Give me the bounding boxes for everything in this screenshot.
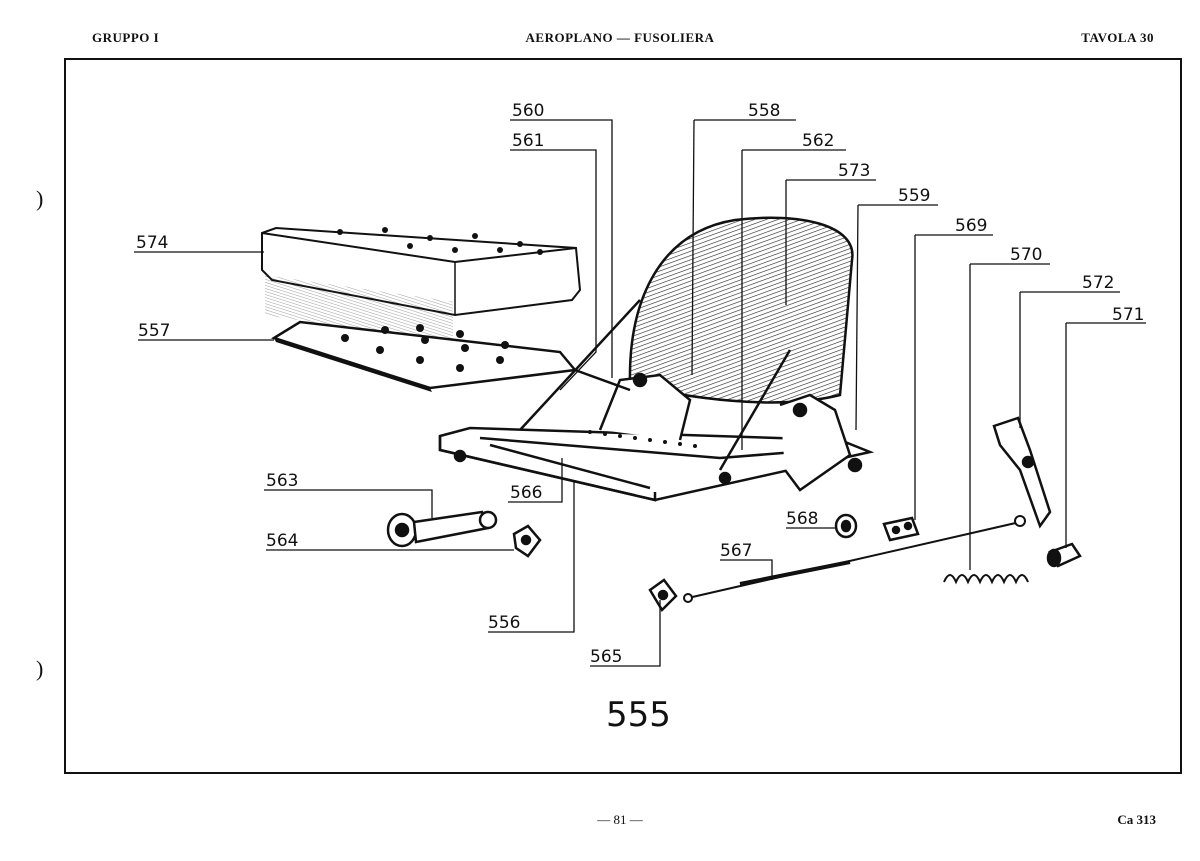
- leader-lines: [134, 119, 1146, 667]
- page-number: — 81 —: [597, 812, 643, 827]
- spring-part: [943, 574, 1029, 585]
- bracket-part: [882, 516, 920, 542]
- callout-557: 557: [138, 321, 170, 341]
- binding-mark-top: ): [36, 186, 44, 211]
- callout-564: 564: [266, 531, 298, 551]
- cable-rod-part: [683, 515, 1026, 603]
- callout-558: 558: [748, 101, 780, 121]
- callout-572: 572: [1082, 273, 1114, 293]
- seat-shell-part: [628, 216, 854, 404]
- bushing-part: [834, 513, 858, 539]
- knob-part: [1046, 542, 1082, 568]
- callout-574: 574: [136, 233, 168, 253]
- assembly-number: 555: [606, 695, 671, 735]
- callout-560: 560: [512, 101, 544, 121]
- callout-559: 559: [898, 186, 930, 206]
- callout-571: 571: [1112, 305, 1144, 325]
- lever-part: [992, 416, 1052, 529]
- cushion-part: [261, 226, 582, 342]
- document-code: Ca 313: [1117, 812, 1156, 827]
- callout-573: 573: [838, 161, 870, 181]
- frame-holes: [588, 430, 697, 448]
- crank-handle-part: [386, 510, 498, 548]
- header-plate: TAVOLA 30: [1081, 30, 1154, 45]
- callout-569: 569: [955, 216, 987, 236]
- callout-562: 562: [802, 131, 834, 151]
- callout-563: 563: [266, 471, 298, 491]
- callout-565: 565: [590, 647, 622, 667]
- header-title: AEROPLANO — FUSOLIERA: [525, 30, 715, 45]
- board-part: [271, 320, 578, 392]
- callout-labels: 560 561 558 562 573 559 569 570 572 571 …: [136, 101, 1144, 667]
- callout-567: 567: [720, 541, 752, 561]
- plate-border: [64, 58, 1182, 774]
- end-fitting-part: [648, 578, 678, 613]
- callout-566: 566: [510, 483, 542, 503]
- fitting-part: [512, 524, 542, 558]
- seat-frame-part: [438, 299, 875, 502]
- callout-556: 556: [488, 613, 520, 633]
- binding-mark-bottom: ): [36, 656, 44, 681]
- callout-570: 570: [1010, 245, 1042, 265]
- callout-561: 561: [512, 131, 544, 151]
- header-group: GRUPPO I: [92, 30, 160, 45]
- callout-568: 568: [786, 509, 818, 529]
